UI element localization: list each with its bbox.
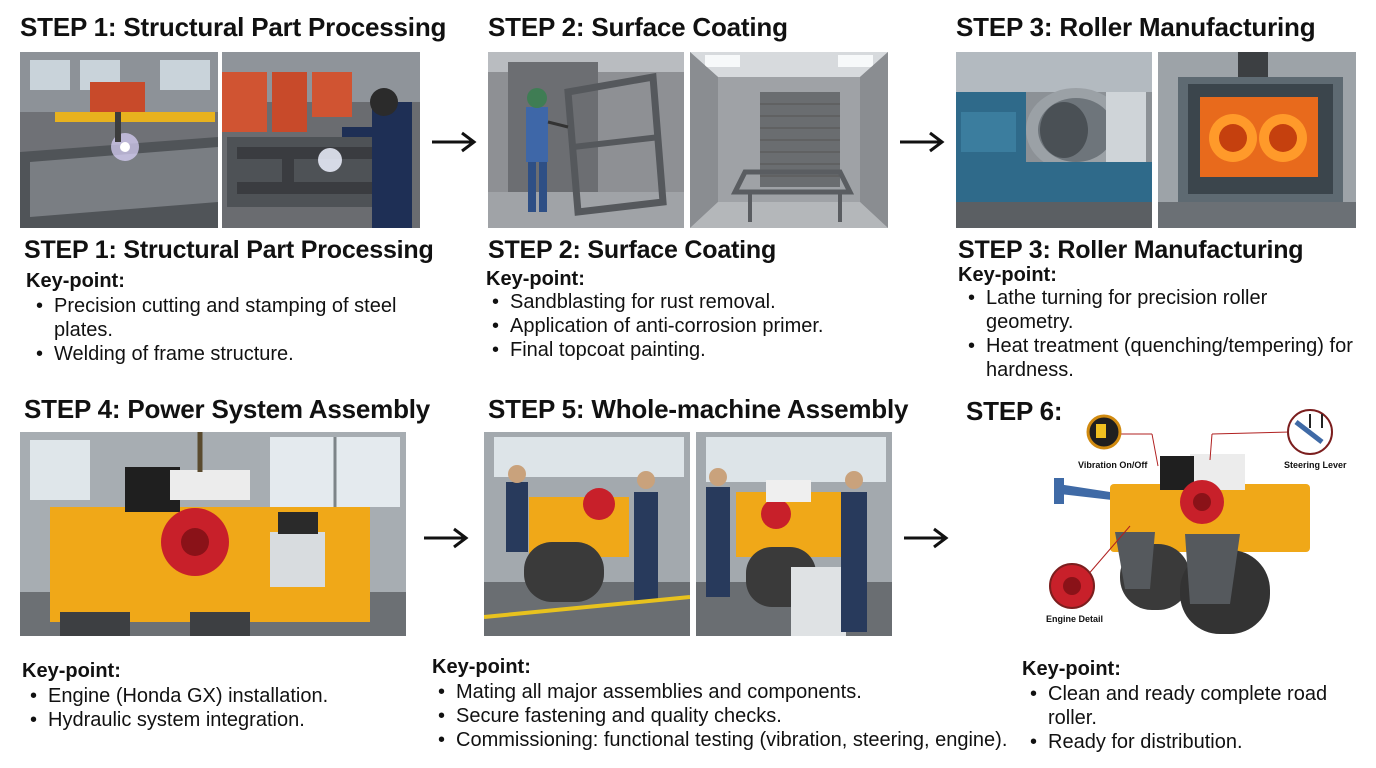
step4-bullet: Engine (Honda GX) installation.	[22, 684, 402, 708]
step1-bullet: Precision cutting and stamping of steel …	[28, 294, 428, 342]
arrow-step4-to-step5	[422, 526, 470, 550]
step4-bullet-list: Engine (Honda GX) installation. Hydrauli…	[22, 684, 402, 732]
step5-title: STEP 5: Whole-machine Assembly	[488, 394, 909, 424]
step6-bullet: Ready for distribution.	[1022, 730, 1352, 754]
step3-lathe-photo	[956, 52, 1152, 228]
step3-furnace-photo	[1158, 52, 1356, 228]
step2-bullet-list: Sandblasting for rust removal. Applicati…	[484, 290, 864, 362]
step2-spraying-photo	[488, 52, 684, 228]
step6-bullet-list: Clean and ready complete road roller. Re…	[1022, 682, 1352, 754]
step3-keypoint-label: Key-point:	[958, 264, 1057, 286]
step3-bullet-list: Lathe turning for precision roller geome…	[960, 286, 1360, 382]
step5-bullet-list: Mating all major assemblies and componen…	[430, 680, 1010, 752]
step2-bullet: Application of anti-corrosion primer.	[484, 314, 864, 338]
step2-booth-photo	[690, 52, 888, 228]
callout-vibration-label: Vibration On/Off	[1078, 460, 1148, 470]
step3-bullet: Lathe turning for precision roller geome…	[960, 286, 1360, 334]
callout-steering-label: Steering Lever	[1284, 460, 1347, 470]
step6-keypoint-label: Key-point:	[1022, 658, 1121, 680]
step1-keypoint-label: Key-point:	[26, 270, 125, 292]
step5-assembly-photo-right	[696, 432, 892, 636]
step5-bullet: Secure fastening and quality checks.	[430, 704, 1010, 728]
step4-bullet: Hydraulic system integration.	[22, 708, 402, 732]
step1-cutting-photo	[20, 52, 218, 228]
step2-subtitle: STEP 2: Surface Coating	[488, 236, 777, 264]
step3-subtitle: STEP 3: Roller Manufacturing	[958, 236, 1304, 264]
step1-subtitle: STEP 1: Structural Part Processing	[24, 236, 434, 264]
step6-bullet: Clean and ready complete road roller.	[1022, 682, 1352, 730]
step4-keypoint-label: Key-point:	[22, 660, 121, 682]
arrow-step5-to-step6	[902, 526, 950, 550]
step1-bullet: Welding of frame structure.	[28, 342, 428, 366]
step4-power-assembly-photo	[20, 432, 406, 636]
step5-bullet: Mating all major assemblies and componen…	[430, 680, 1010, 704]
step5-assembly-photo-left	[484, 432, 690, 636]
step1-title: STEP 1: Structural Part Processing	[20, 12, 447, 42]
step5-bullet: Commissioning: functional testing (vibra…	[430, 728, 1010, 752]
callout-engine-label: Engine Detail	[1046, 614, 1104, 624]
step2-keypoint-label: Key-point:	[486, 268, 585, 290]
step4-title: STEP 4: Power System Assembly	[24, 394, 431, 424]
step6-road-roller-illustration	[1040, 404, 1346, 640]
step3-bullet: Heat treatment (quenching/tempering) for…	[960, 334, 1360, 382]
step2-title: STEP 2: Surface Coating	[488, 12, 788, 42]
step5-keypoint-label: Key-point:	[432, 656, 531, 678]
arrow-step2-to-step3	[898, 130, 946, 154]
step1-bullet-list: Precision cutting and stamping of steel …	[28, 294, 428, 366]
step6-title: STEP 6:	[966, 396, 1063, 426]
step2-bullet: Sandblasting for rust removal.	[484, 290, 864, 314]
arrow-step1-to-step2	[430, 130, 478, 154]
step2-bullet: Final topcoat painting.	[484, 338, 864, 362]
step3-title: STEP 3: Roller Manufacturing	[956, 12, 1316, 42]
step1-welding-photo	[222, 52, 420, 228]
